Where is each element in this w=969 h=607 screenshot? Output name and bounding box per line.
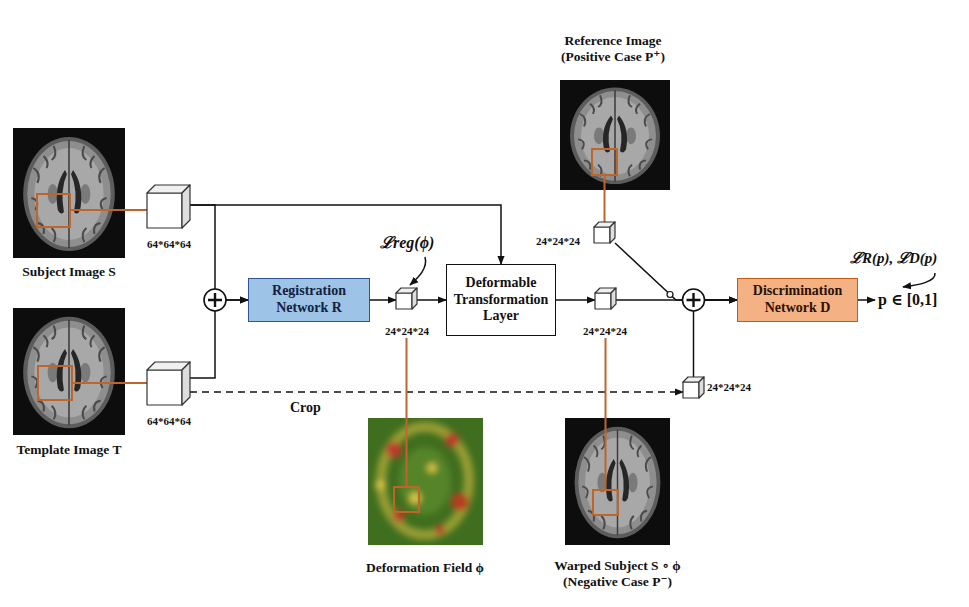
connector	[132, 209, 147, 211]
field-ring	[381, 427, 469, 535]
box-text: Deformable Transformation Layer	[451, 275, 551, 325]
leader-line	[72, 382, 132, 384]
connector	[605, 338, 607, 418]
cube-side	[182, 362, 190, 405]
box-text: Discrimination Network D	[742, 283, 853, 317]
cube-front	[147, 370, 182, 405]
image-panel: Deformation Field ϕ	[350, 418, 500, 576]
field-spot	[445, 433, 459, 447]
cube-front	[594, 227, 610, 243]
loss-arrow	[410, 257, 426, 285]
leader-line	[406, 418, 408, 487]
size-label: 64*64*64	[147, 238, 191, 251]
cube-front	[147, 193, 182, 228]
region-box	[37, 194, 70, 227]
output-arrow	[858, 299, 875, 301]
image-caption: Subject Image S	[22, 264, 116, 280]
warped-brain	[565, 418, 670, 545]
image-caption: Template Image T	[16, 442, 121, 458]
patch-cube: 24*24*24	[379, 286, 435, 338]
region-box	[592, 149, 617, 175]
patch-cube: 64*64*64	[140, 183, 198, 251]
box-text: Registration Network R	[253, 283, 365, 317]
connector	[190, 205, 248, 300]
field-spot	[427, 463, 437, 473]
region-markers	[37, 149, 618, 515]
loss-label: ℒreg(ϕ)	[380, 234, 434, 251]
cube-side	[611, 288, 616, 309]
reference-brain	[560, 80, 670, 190]
cube-front	[396, 293, 412, 309]
field-pattern	[375, 427, 469, 535]
field-spot	[375, 480, 385, 490]
patch-cube: 24*24*24	[536, 220, 616, 248]
image-panel: Warped Subject S ∘ ϕ (Negative Case P⁻)	[540, 418, 695, 590]
region-box	[394, 487, 419, 512]
region-box	[593, 490, 618, 515]
label-holder: ℒR(p), ℒD(p)	[850, 249, 937, 267]
network-box: Deformable Transformation Layer	[446, 264, 556, 336]
connector	[556, 299, 595, 301]
network-box: Registration Network R	[248, 278, 370, 322]
sum-circle	[683, 289, 705, 311]
deformation-field-image	[368, 418, 483, 545]
field-spot	[451, 493, 469, 511]
size-label: 24*24*24	[385, 325, 429, 338]
cube-side	[182, 185, 190, 228]
edge-label: Crop	[290, 400, 321, 415]
size-label: 24*24*24	[707, 381, 751, 394]
field-spot	[386, 442, 402, 458]
sum-circle	[204, 289, 226, 311]
connector	[417, 299, 446, 301]
patch-cube: 64*64*64	[140, 360, 198, 428]
connector	[615, 243, 737, 300]
patch-cubes	[147, 185, 704, 405]
image-panel: Reference Image (Positive Case P⁺)	[540, 33, 686, 192]
cube-side	[699, 377, 704, 398]
connector	[190, 300, 248, 378]
label-holder: p ∈ [0,1]	[878, 290, 937, 309]
cube-side	[610, 222, 615, 243]
connector	[604, 192, 606, 224]
connector	[694, 300, 738, 380]
leader-line	[604, 175, 606, 192]
region-box	[38, 366, 72, 400]
connector	[406, 338, 408, 418]
connector	[370, 299, 396, 301]
sum-plus	[687, 293, 701, 307]
cube-side	[412, 288, 417, 309]
image-panel: Template Image T	[6, 308, 132, 458]
cube-front	[683, 382, 699, 398]
connector	[190, 205, 501, 264]
leader-line	[70, 209, 132, 211]
sum-plus	[208, 293, 222, 307]
subject-brain	[13, 128, 125, 258]
image-caption: Reference Image (Positive Case P⁺)	[540, 33, 686, 65]
size-label: 24*24*24	[536, 235, 580, 248]
field-spot	[435, 525, 445, 535]
size-label: 24*24*24	[583, 325, 627, 338]
loss-arrow	[903, 273, 935, 287]
template-brain	[13, 308, 125, 435]
field-background	[368, 418, 483, 545]
label-holder: Crop	[290, 398, 321, 417]
network-box: Discrimination Network D	[737, 278, 858, 322]
patch-cube: 24*24*24	[577, 286, 633, 338]
size-label: 64*64*64	[147, 415, 191, 428]
image-caption: Warped Subject S ∘ ϕ (Negative Case P⁻)	[540, 558, 695, 590]
image-caption: Deformation Field ϕ	[366, 560, 484, 576]
cube-front	[595, 293, 611, 309]
connector	[190, 391, 683, 393]
switch-pivot	[667, 292, 673, 298]
leader-line	[605, 418, 607, 490]
connector	[132, 382, 147, 384]
image-panel: Subject Image S	[6, 128, 132, 280]
patch-cube: 24*24*24	[680, 375, 764, 401]
output-label: p ∈ [0,1]	[878, 291, 937, 308]
label-holder: ℒreg(ϕ)	[380, 233, 434, 252]
loss-label: ℒR(p), ℒD(p)	[850, 250, 937, 266]
